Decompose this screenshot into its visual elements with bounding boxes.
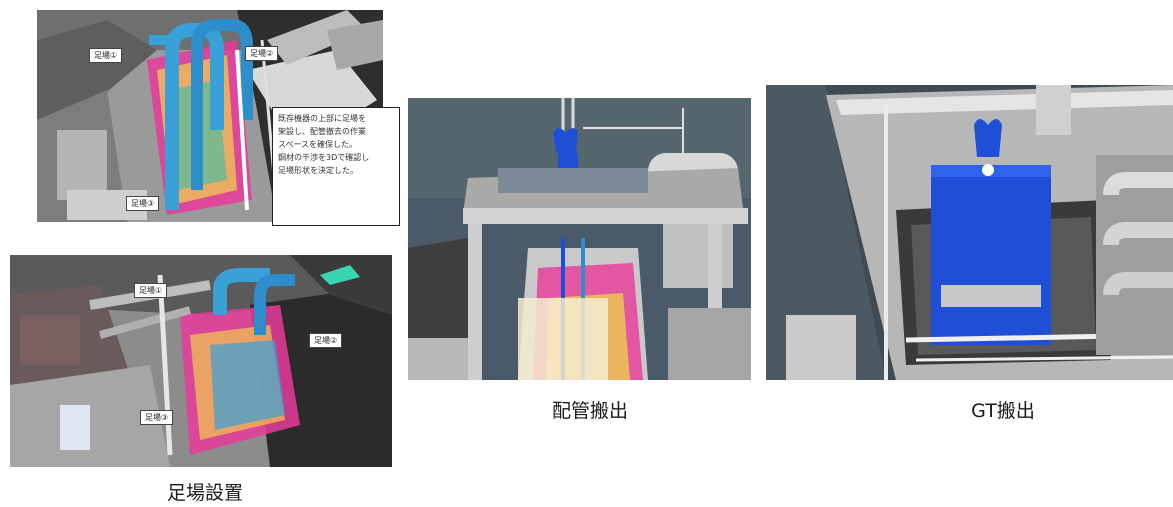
scaffold-tag-3: 足場③: [126, 196, 160, 211]
caption-piping: 配管搬出: [551, 400, 628, 422]
caption-gt: GT搬出: [971, 400, 1035, 422]
scaffold-view-bottom: [10, 255, 392, 467]
scaffold-bottom-render: [10, 255, 392, 467]
scaffold-tag-lower-3: 足場③: [140, 410, 174, 425]
piping-removal-view: [408, 98, 751, 380]
gt-render: [766, 85, 1173, 380]
gt-removal-view: [766, 85, 1173, 380]
caption-scaffold: 足場設置: [166, 482, 243, 504]
scaffold-tag-lower-1: 足場①: [134, 283, 168, 298]
scaffold-note-box: 既存機器の上部に足場を 架設し、配管撤去の作業 スペースを確保した。 鋼材の干渉…: [272, 107, 400, 226]
piping-render: [408, 98, 751, 380]
scaffold-tag-lower-2: 足場②: [309, 333, 343, 348]
scaffold-tag-2: 足場②: [245, 46, 279, 61]
scaffold-tag-1: 足場①: [89, 48, 123, 63]
